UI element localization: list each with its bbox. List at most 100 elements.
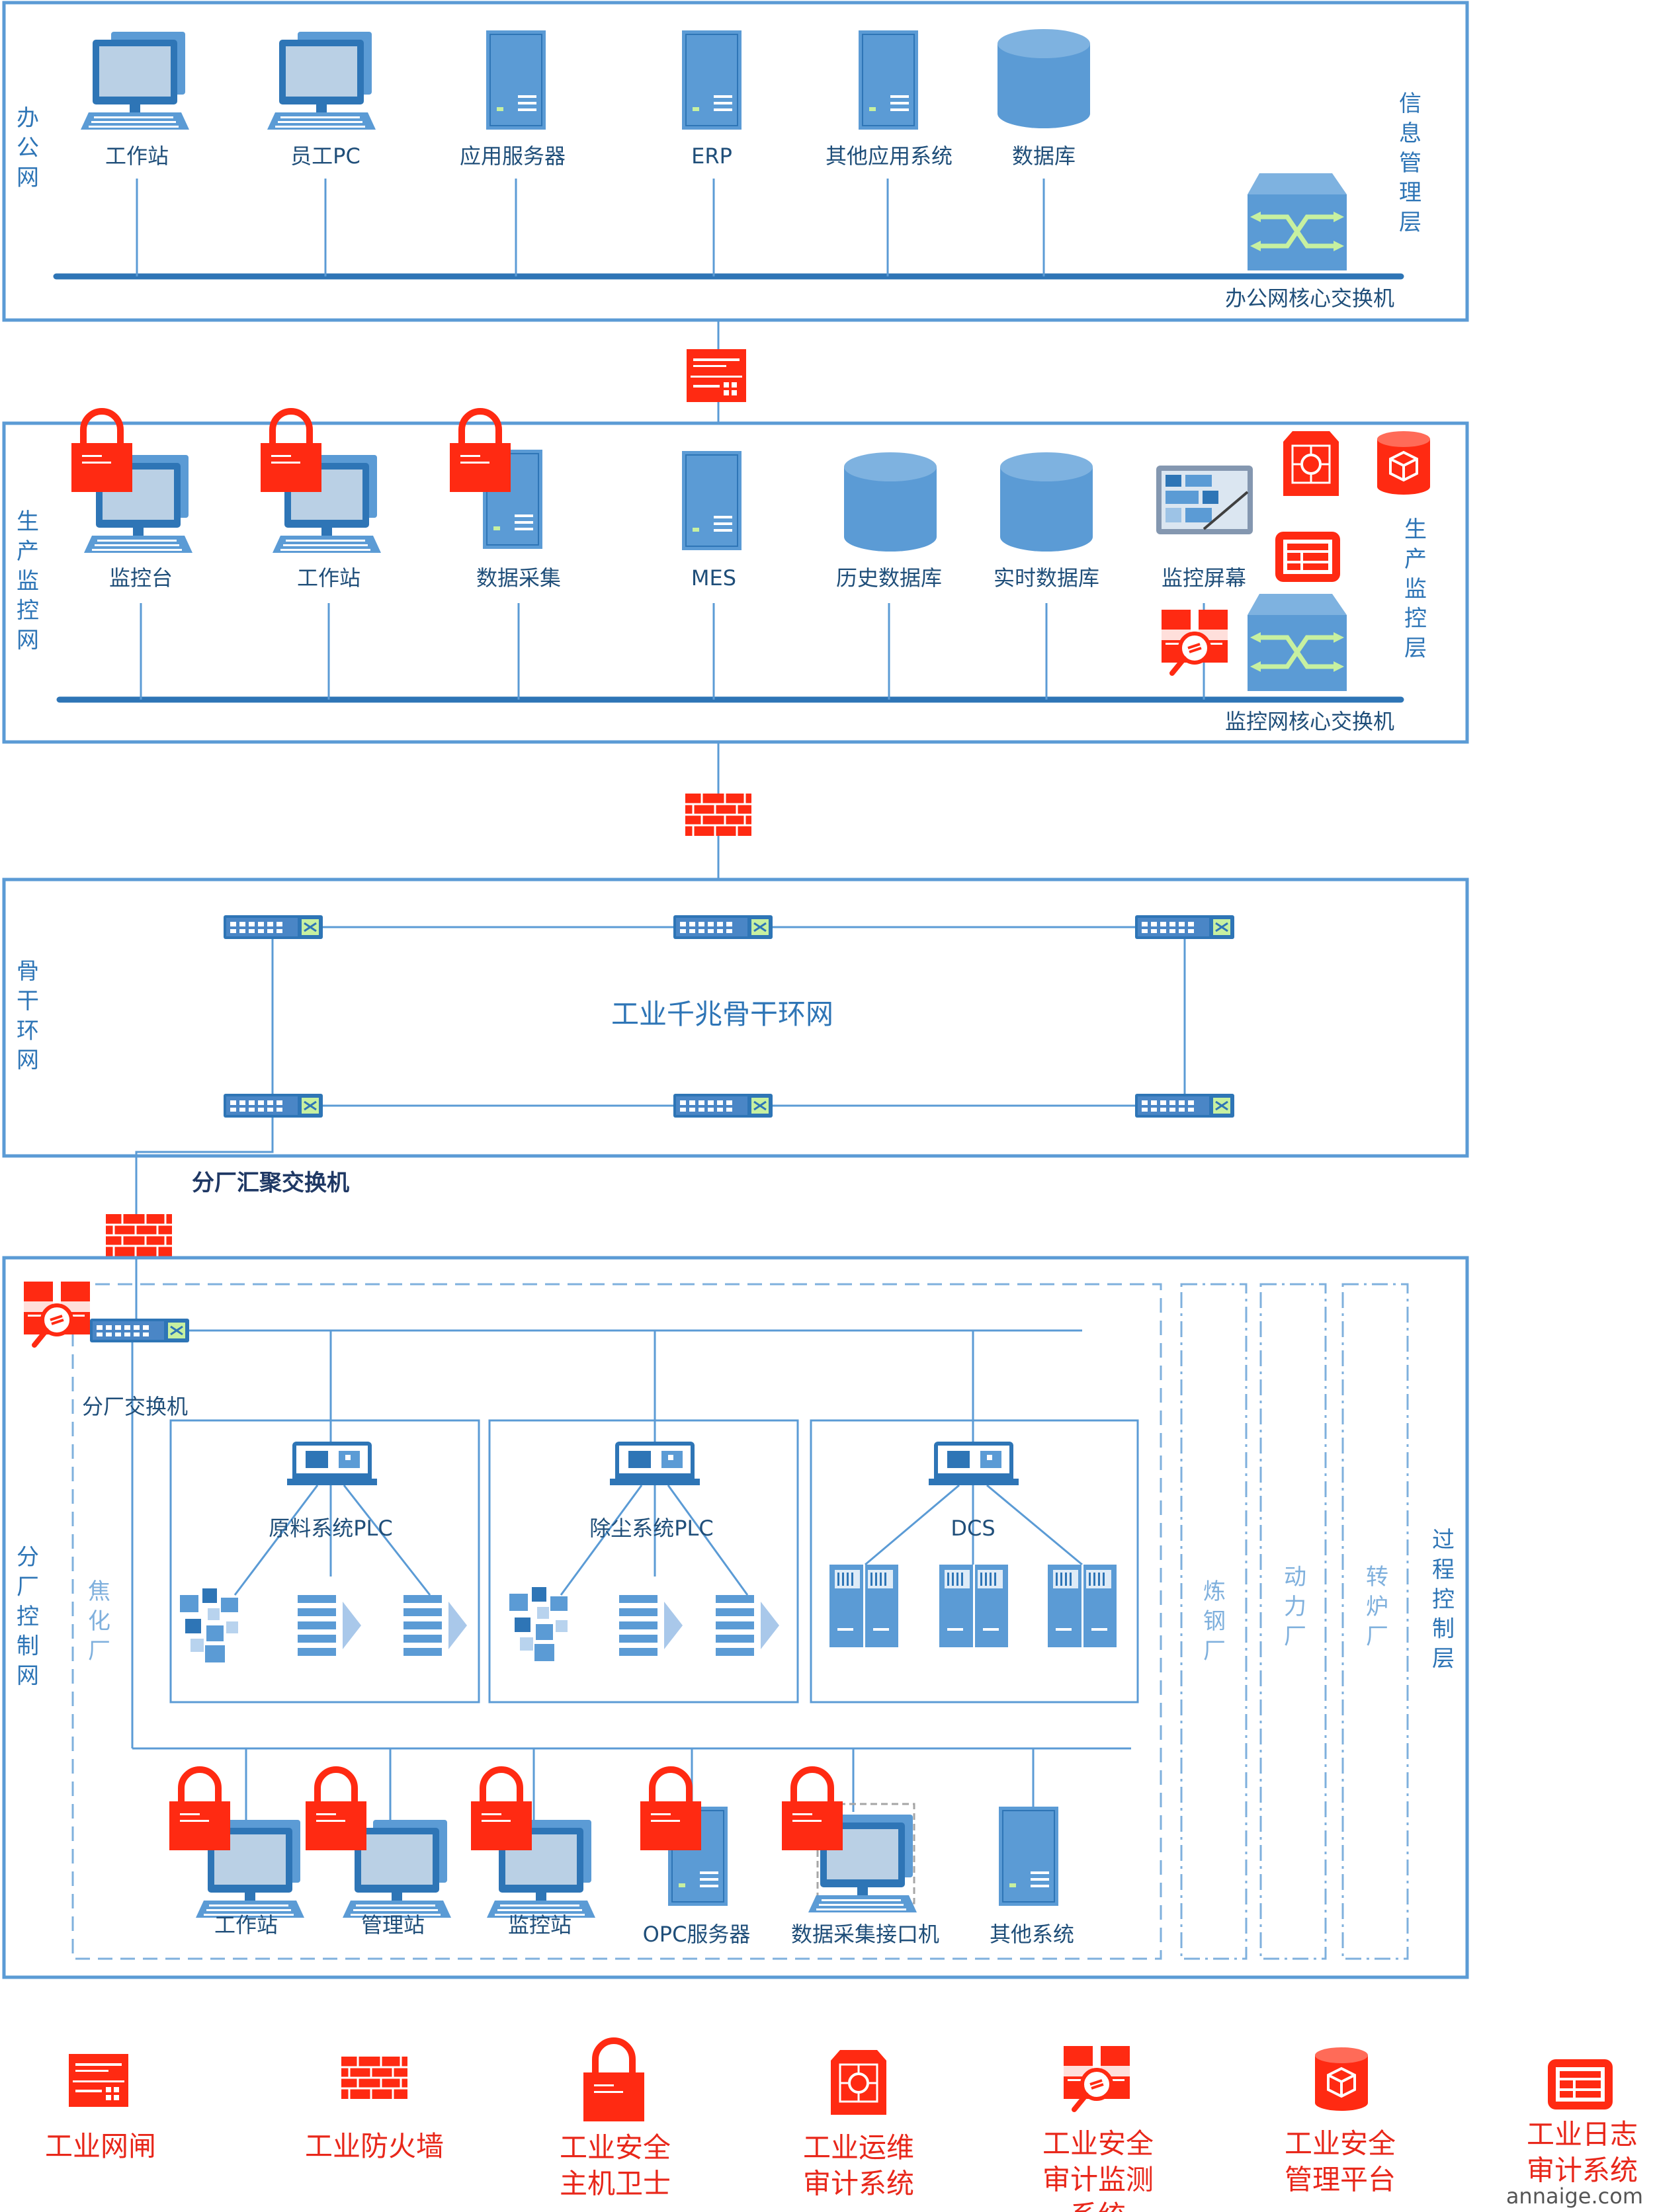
office-workstation-icon (81, 32, 189, 130)
office-other-apps-server-icon (858, 30, 919, 130)
ring-switch-icon (672, 1092, 774, 1119)
branch-switch-label: 分厂交换机 (82, 1394, 188, 1419)
log-audit-icon (1548, 2059, 1613, 2110)
padlock-icon (782, 1770, 843, 1850)
branch-switch-icon (89, 1317, 191, 1344)
monitor-network-frame (2, 421, 1469, 744)
office-device-label: 员工PC (290, 143, 360, 169)
ring-switch-icon (1134, 914, 1236, 940)
office-app-server-icon (486, 30, 546, 130)
monitor-device-label: 数据采集 (476, 565, 561, 591)
branch-agg-switch-label: 分厂汇聚交换机 (192, 1170, 349, 1196)
power-plant-zone (1259, 1283, 1327, 1960)
firewall-icon (105, 1213, 173, 1258)
office-bus (53, 179, 1404, 280)
watermark: annaige.com (1506, 2184, 1643, 2209)
plc1-box (169, 1419, 480, 1703)
office-core-switch-label: 办公网核心交换机 (1225, 286, 1394, 311)
converter-plant-label: 转炉厂 (1366, 1564, 1388, 1650)
monitor-screen-icon (1155, 464, 1254, 536)
monitor-realtime-db-icon (1000, 452, 1093, 552)
backbone-network-frame (2, 878, 1469, 1158)
plc2-box (488, 1419, 799, 1703)
branch-device-label: 数据采集接口机 (791, 1922, 939, 1947)
ring-switch-icon (1134, 1092, 1236, 1119)
office-network-frame (2, 1, 1469, 322)
plc2-controller-icon (610, 1442, 700, 1485)
office-zone-left-label: 办公网 (17, 105, 39, 191)
plc1-controller-icon (287, 1442, 377, 1485)
office-core-switch-icon (1248, 173, 1347, 270)
office-device-label: 工作站 (105, 143, 169, 169)
office-device-label: 数据库 (1012, 143, 1076, 169)
padlock-icon (169, 1770, 230, 1850)
steel-plant-label: 炼钢厂 (1203, 1578, 1226, 1664)
padlock-icon (583, 2041, 644, 2121)
office-staff-pc-icon (267, 32, 376, 130)
stack-module-icon (716, 1595, 779, 1656)
audit-monitor-icon (24, 1282, 90, 1345)
audit-monitor-icon (1064, 2046, 1130, 2110)
ops-audit-icon (1282, 430, 1340, 497)
backbone-zone-left-label: 骨干环网 (17, 958, 39, 1074)
stack-module-icon (619, 1595, 683, 1656)
dcs-box (810, 1419, 1139, 1703)
office-device-label: 应用服务器 (460, 143, 566, 169)
monitor-history-db-icon (844, 452, 937, 552)
branch-agg-switch-icon (222, 1092, 324, 1119)
io-module-icon (509, 1587, 568, 1661)
coking-plant-zone (71, 1283, 1162, 1960)
branch-wiring (131, 1329, 1131, 1830)
padlock-icon (306, 1770, 366, 1850)
legend: 工业网闸 工业防火墙 工业安全主机卫士 工业运维审计系统 工业安全审计监测系统 … (45, 2041, 1638, 2212)
padlock-icon (471, 1770, 532, 1850)
branch-zone-left-label: 分厂控制网 (17, 1544, 39, 1690)
office-erp-server-icon (681, 30, 742, 130)
monitor-core-switch-label: 监控网核心交换机 (1225, 709, 1394, 734)
gatekeeper-icon (69, 2054, 128, 2107)
monitor-zone-right-label: 生产监控层 (1404, 516, 1427, 662)
stack-module-icon (403, 1595, 467, 1656)
legend-label: 工业网闸 (45, 2130, 156, 2162)
stack-module-icon (298, 1595, 361, 1656)
dcs-cabinet-icon (1048, 1565, 1117, 1647)
firewall-icon (340, 2055, 409, 2100)
monitor-bus (56, 603, 1404, 703)
legend-label: 工业防火墙 (305, 2130, 444, 2162)
legend-label: 工业安全管理平台 (1285, 2127, 1396, 2196)
plc2-label: 除尘系统PLC (589, 1516, 713, 1541)
log-audit-icon (1275, 532, 1340, 582)
ops-audit-icon (829, 2049, 888, 2116)
monitor-device-label: 历史数据库 (836, 565, 942, 591)
dcs-controller-icon (929, 1442, 1019, 1485)
monitor-zone-left-label: 生产监控网 (17, 509, 39, 654)
office-database-icon (997, 29, 1090, 128)
monitor-device-label: 工作站 (297, 565, 360, 591)
office-device-label: 其他应用系统 (826, 143, 953, 169)
dcs-cabinet-icon (829, 1565, 898, 1647)
branch-device-label: OPC服务器 (643, 1922, 751, 1947)
monitor-core-switch-icon (1248, 594, 1347, 691)
branch-device-label: 其他系统 (990, 1922, 1074, 1947)
branch-device-label: 监控站 (508, 1912, 572, 1938)
converter-plant-zone (1341, 1283, 1409, 1960)
firewall-icon (684, 792, 753, 837)
legend-label: 工业运维审计系统 (803, 2131, 914, 2200)
office-zone-right-label: 信息管理层 (1399, 91, 1421, 236)
gatekeeper-icon (687, 349, 746, 402)
office-device-label: ERP (691, 143, 732, 169)
monitor-device-label: 监控台 (109, 565, 173, 591)
legend-label: 工业安全主机卫士 (560, 2131, 671, 2200)
other-system-server-icon (998, 1806, 1059, 1906)
monitor-device-label: MES (691, 565, 736, 591)
monitor-device-label: 监控屏幕 (1162, 565, 1246, 591)
dcs-cabinet-icon (939, 1565, 1008, 1647)
cube-icon (1376, 430, 1431, 496)
backbone-title: 工业千兆骨干环网 (611, 998, 833, 1030)
backbone-ring-links (271, 926, 1186, 1107)
branch-network-frame (2, 1256, 1469, 1979)
plc1-label: 原料系统PLC (269, 1516, 392, 1541)
monitor-mes-server-icon (681, 450, 742, 551)
monitor-device-label: 实时数据库 (994, 565, 1099, 591)
